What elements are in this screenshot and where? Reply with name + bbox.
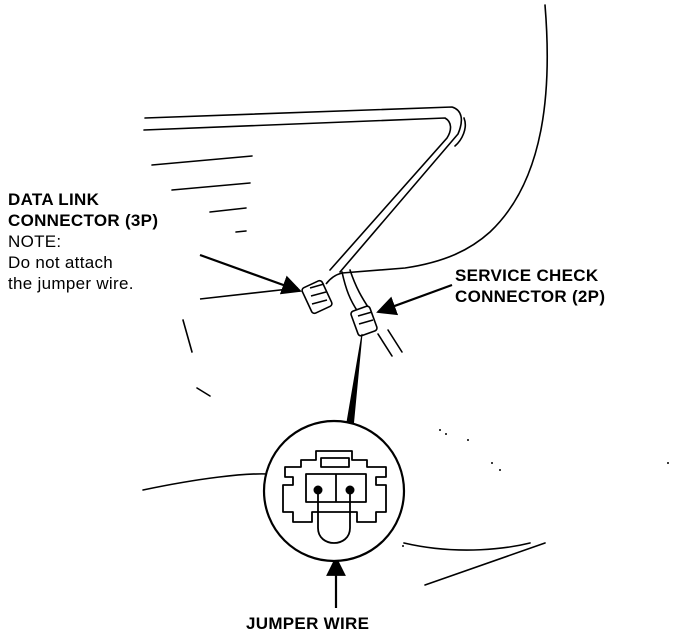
- note-line2: the jumper wire.: [8, 274, 134, 293]
- leader-arrows: [199, 253, 453, 608]
- jumper-wire: [317, 490, 351, 544]
- note-line1: Do not attach: [8, 253, 114, 272]
- data-link-connector-title-line1: DATA LINK: [8, 190, 100, 209]
- service-check-connector-arrow: [376, 283, 453, 316]
- magnify-wedge: [345, 333, 363, 429]
- note-title: NOTE:: [8, 232, 62, 251]
- jumper-wire-title: JUMPER WIRE: [246, 614, 370, 633]
- service-check-connector-title-line1: SERVICE CHECK: [455, 266, 599, 285]
- data-link-connector-title-line2: CONNECTOR (3P): [8, 211, 159, 230]
- data-link-connector: [301, 272, 343, 315]
- data-link-connector-label: DATA LINK CONNECTOR (3P) NOTE: Do not at…: [8, 189, 158, 294]
- jumper-wire-label: JUMPER WIRE: [246, 613, 369, 634]
- scan-specks: [402, 299, 669, 547]
- connector-detail-magnifier: [262, 419, 406, 563]
- service-check-connector-title-line2: CONNECTOR (2P): [455, 287, 606, 306]
- data-link-connector-arrow: [199, 253, 302, 295]
- vehicle-body-outline: [142, 4, 549, 586]
- service-check-connector-label: SERVICE CHECK CONNECTOR (2P): [455, 265, 605, 307]
- service-check-connector: [350, 305, 378, 337]
